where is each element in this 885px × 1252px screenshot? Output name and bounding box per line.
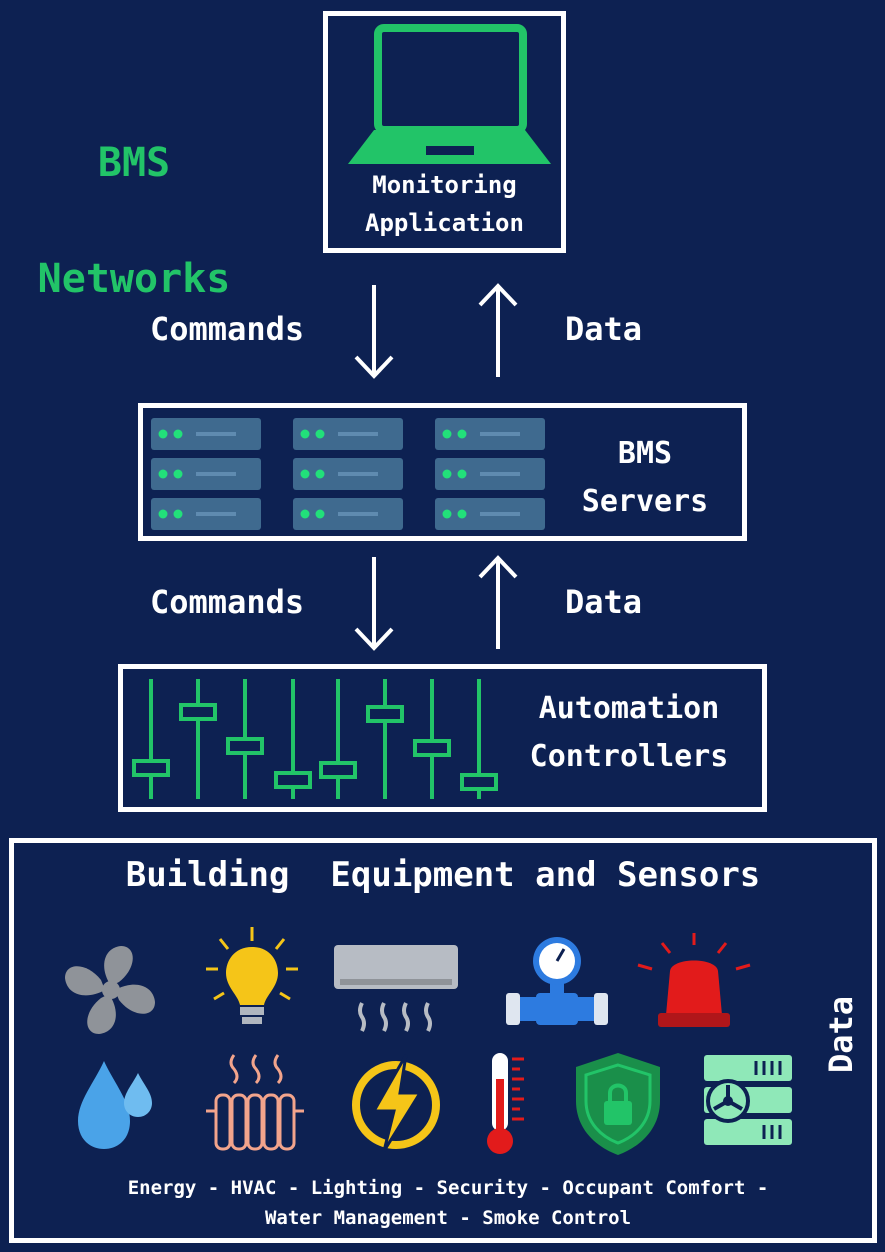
pressure-gauge-pipe-icon [506,937,608,1025]
security-shield-icon [576,1053,660,1155]
down-arrow-icon [354,557,394,651]
bms-servers-box: BMS Servers [138,403,747,541]
down-arrow-icon [354,285,394,379]
air-conditioner-icon [334,945,458,1032]
controllers-label-line-1: Automation [538,691,720,726]
data-label-bottom: Data [565,583,643,621]
commands-label-top: Commands [150,310,305,348]
commands-label-bottom: Commands [150,583,305,621]
radiator-icon [206,1054,304,1151]
thermometer-icon [487,1053,524,1154]
equipment-data-label: Data [822,995,860,1073]
monitoring-application-box: Monitoring Application [323,11,566,253]
server-racks-icon [151,418,545,530]
data-label-top: Data [565,310,643,348]
up-arrow-icon [478,555,518,649]
equipment-footer-line-1: Energy - HVAC - Lighting - Security - Oc… [127,1177,769,1199]
equipment-title: Building Equipment and Sensors [125,855,761,895]
light-bulb-icon [206,927,298,1024]
water-drops-icon [78,1061,152,1149]
bms-servers-label: BMS Servers [555,430,735,526]
monitoring-application-label: Monitoring Application [328,166,561,242]
equipment-footer-line-2: Water Management - Smoke Control [264,1207,632,1229]
fan-icon [65,946,155,1034]
title-line-1: BMS [97,140,171,186]
diagram-title: BMS Networks [14,76,254,366]
server-valve-icon [704,1055,792,1145]
alarm-siren-icon [637,933,751,1027]
up-arrow-icon [478,283,518,377]
automation-controllers-label: Automation Controllers [493,685,765,781]
energy-bolt-icon [352,1054,440,1152]
sliders-icon [132,679,498,799]
building-equipment-box: Building Equipment and Sensors Data [9,838,877,1243]
automation-controllers-box: Automation Controllers [118,664,767,812]
servers-label-line-1: BMS [617,436,673,471]
controllers-label-line-2: Controllers [529,739,729,774]
servers-label-line-2: Servers [581,484,709,519]
monitoring-label-line-1: Monitoring [372,171,517,199]
laptop-icon [348,24,551,164]
title-line-2: Networks [37,256,231,302]
monitoring-label-line-2: Application [365,209,524,237]
